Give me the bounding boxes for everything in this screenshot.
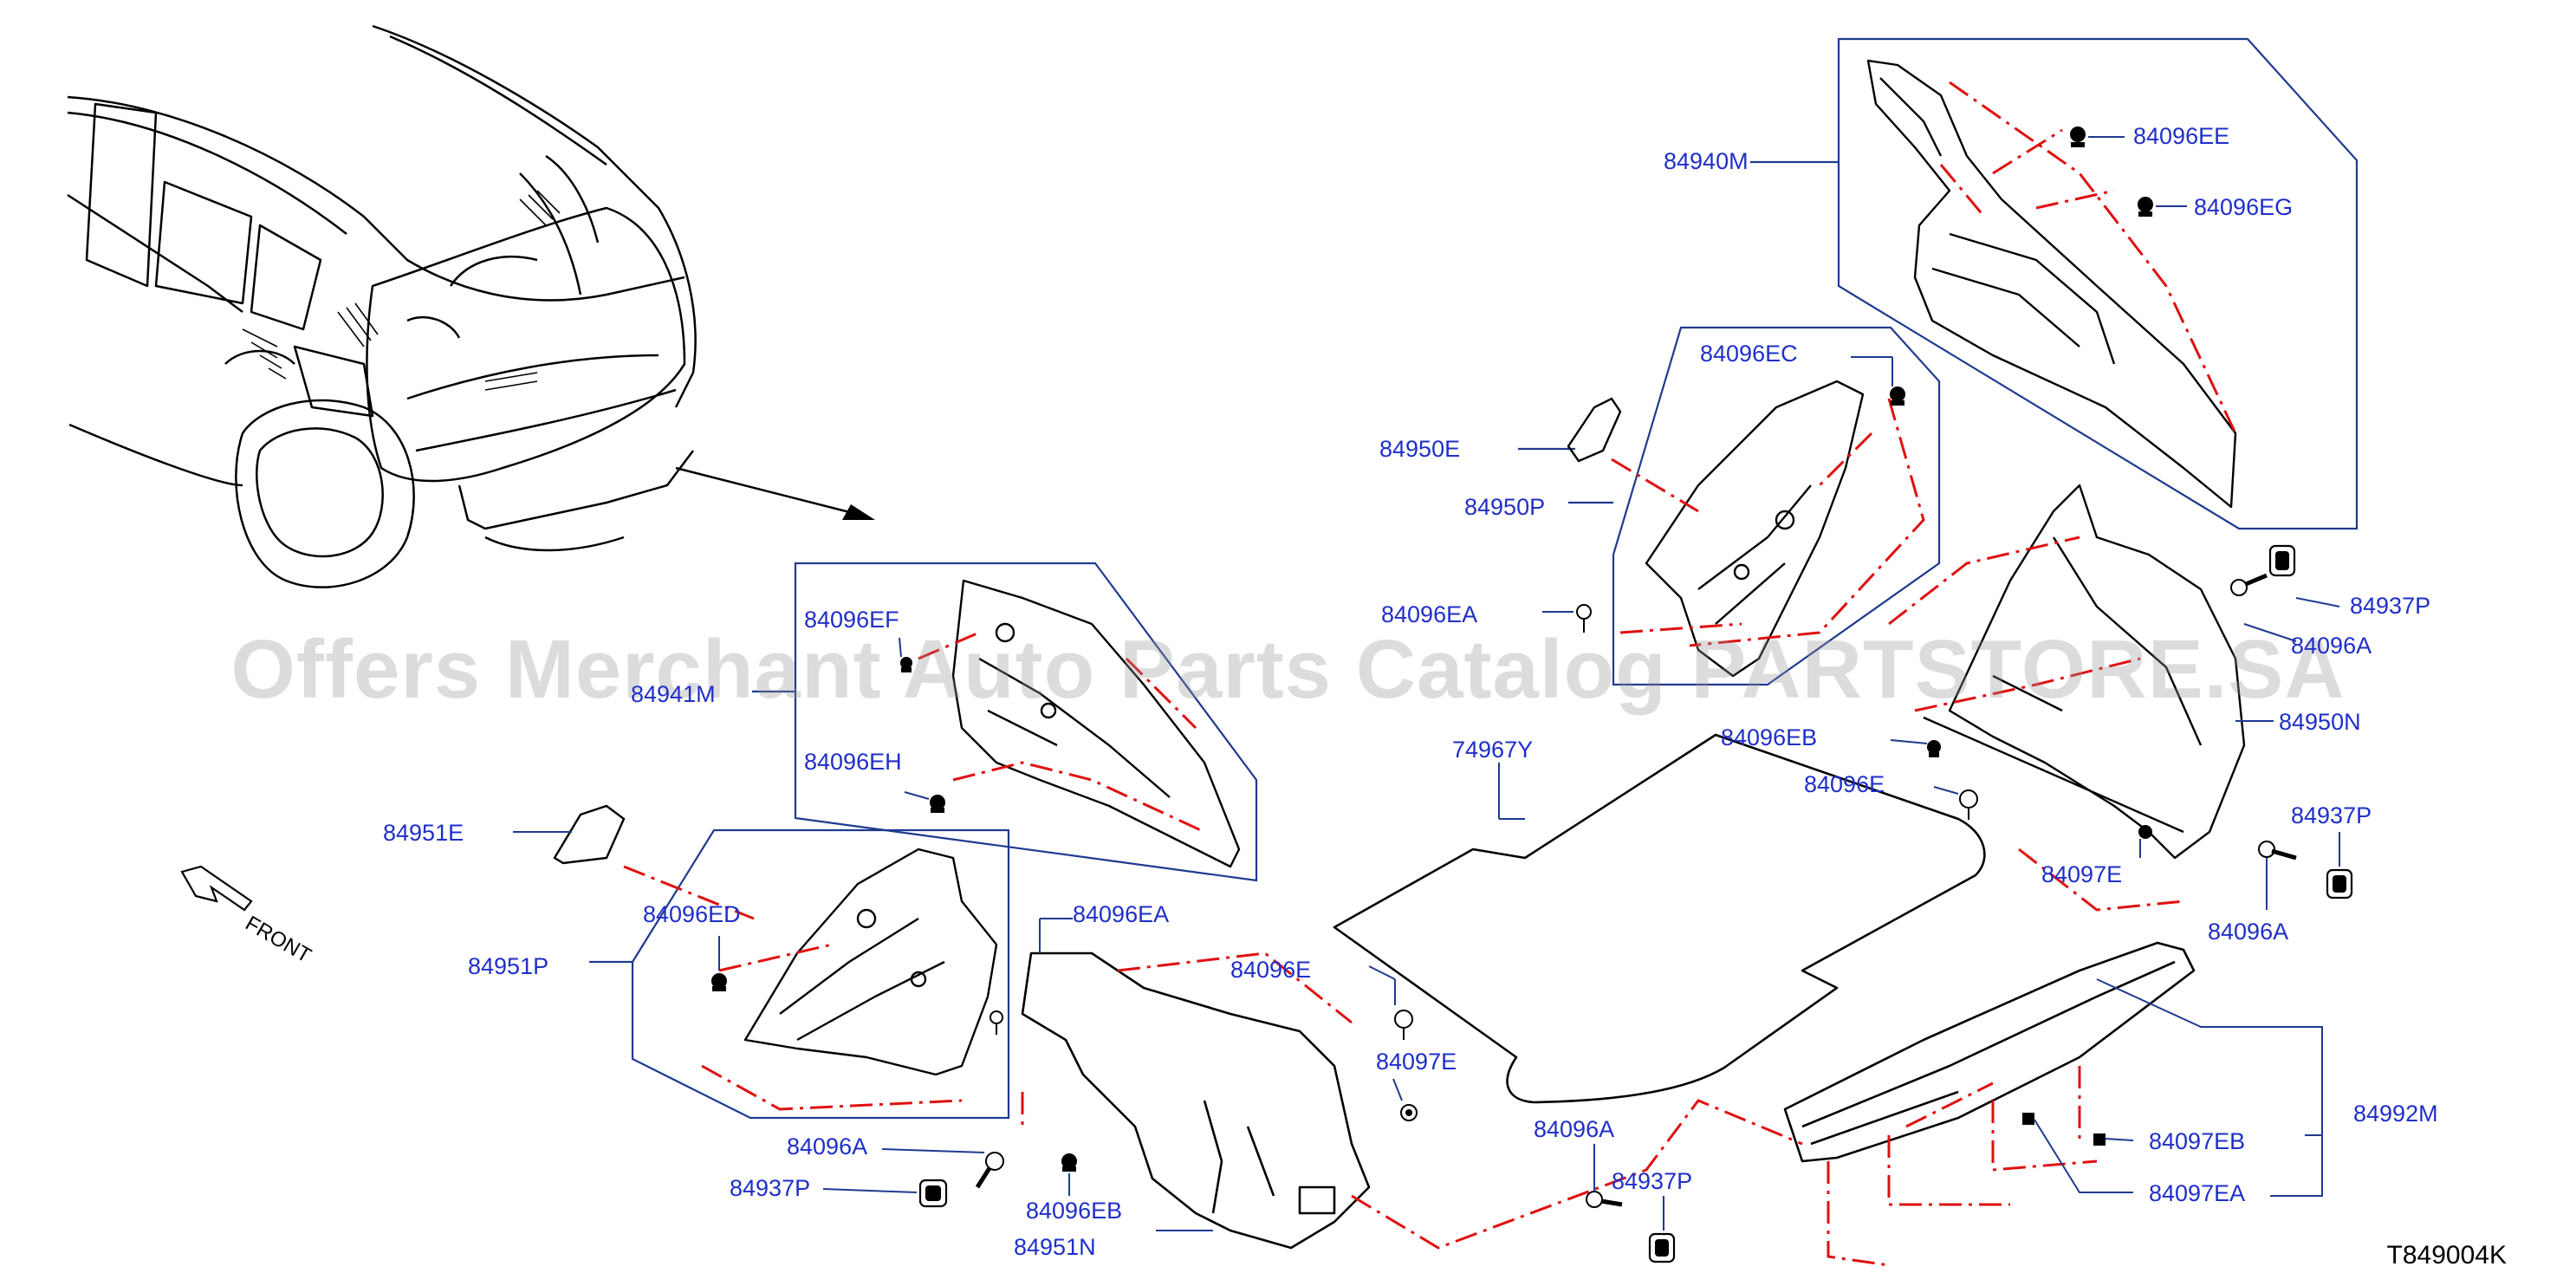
box-84951P (589, 828, 1010, 1120)
box-84950P (1518, 326, 1941, 686)
label-84096EH: 84096EH (804, 749, 902, 775)
label-84951E: 84951E (383, 820, 464, 846)
84096EA-pin-icon (1576, 604, 1592, 633)
label-84096EG: 84096EG (2194, 194, 2294, 220)
label-84097EB: 84097EB (2149, 1128, 2246, 1154)
label-84096A-upper-right: 84096A (2291, 633, 2372, 659)
84096EA-pin-left-icon (990, 1010, 1003, 1035)
84096ED-clip-icon (711, 973, 727, 991)
label-84096EA-right: 84096EA (1381, 601, 1478, 627)
84096A-screw-icon (2230, 573, 2268, 596)
part-74967Y-mat (1333, 733, 1986, 1104)
84097E-clip-right-icon (2138, 825, 2152, 839)
84951P-dash (623, 865, 963, 1111)
label-84937P-left: 84937P (730, 1175, 811, 1201)
label-84096EC: 84096EC (1700, 341, 1798, 367)
label-84950P: 84950P (1464, 494, 1546, 520)
84096A-screw-left-icon (975, 1152, 1004, 1189)
part-84950P-panel (1645, 380, 1865, 678)
diagram-code: T849004K (2386, 1241, 2507, 1270)
label-84096E-left: 84096E (1230, 957, 1312, 983)
label-84096A-center: 84096A (1534, 1116, 1615, 1142)
label-84096EE: 84096EE (2133, 123, 2230, 149)
label-84096A-left: 84096A (787, 1133, 868, 1159)
label-84096EF: 84096EF (804, 607, 899, 633)
84941M-dash (918, 631, 1205, 834)
front-arrow-icon (180, 865, 253, 912)
84951N-dash (1021, 952, 1803, 1250)
84096EE-clip-icon (2070, 127, 2086, 147)
part-84951N-panel (1021, 952, 1371, 1250)
84096EB-clip-left-icon (1061, 1153, 1077, 1172)
vehicle-illustration (67, 24, 697, 588)
84992M-dash (1827, 1066, 2098, 1267)
label-84096EB-left: 84096EB (1026, 1198, 1123, 1224)
direction-arrow (675, 466, 875, 520)
label-84097EA: 84097EA (2149, 1180, 2246, 1206)
label-84951P: 84951P (468, 953, 549, 979)
84937P-grommet-center-icon (1648, 1232, 1676, 1263)
84097EB-clip-icon (2093, 1133, 2106, 1146)
84096EC-clip-icon (1890, 386, 1905, 406)
label-84096ED: 84096ED (643, 901, 741, 927)
label-84096EB-right: 84096EB (1721, 724, 1818, 750)
84097EA-clip-icon (2022, 1113, 2034, 1125)
part-84992M-sill (1783, 941, 2196, 1163)
84096E-pin-left-icon (1394, 1010, 1413, 1040)
part-84951P-panel (743, 848, 998, 1076)
part-84940M-panel (1866, 59, 2237, 509)
84951E-part (553, 804, 626, 865)
84950N-dash (1888, 536, 2184, 912)
box-84941M (752, 562, 1258, 882)
84096EG-clip-icon (2138, 197, 2153, 217)
84937P-grommet-left-icon (918, 1179, 948, 1208)
84096EB-clip-right-icon (1927, 740, 1941, 757)
vehicle-detail-hatching (242, 190, 561, 391)
84950E-part (1567, 397, 1622, 463)
label-84992M: 84992M (2353, 1101, 2438, 1127)
label-84097E-left: 84097E (1376, 1049, 1457, 1075)
84096A-screw-center-icon (1586, 1191, 1623, 1208)
label-84951N: 84951N (1014, 1234, 1096, 1260)
label-84937P-upper-right: 84937P (2350, 593, 2431, 619)
label-84096E-right: 84096E (1804, 771, 1885, 797)
part-84950N-panel (1923, 484, 2246, 860)
label-84097E-right: 84097E (2041, 861, 2123, 887)
box-84940M (1750, 37, 2359, 530)
label-74967Y: 74967Y (1452, 737, 1534, 763)
84937P-grommet-right-icon (2326, 868, 2353, 900)
84937P-grommet-icon (2268, 544, 2296, 577)
84096EH-clip-icon (930, 795, 945, 813)
84096A-screw-right-icon (2258, 841, 2297, 861)
label-84096EA-left: 84096EA (1073, 901, 1170, 927)
label-84937P-lower-right: 84937P (2291, 802, 2372, 828)
label-84941M: 84941M (631, 681, 716, 707)
label-84950E: 84950E (1379, 436, 1461, 462)
84097E-clip-left-icon (1400, 1104, 1418, 1121)
84096EF-clip-icon (900, 657, 912, 672)
84950P-dash (1611, 398, 1925, 647)
label-84940M: 84940M (1664, 148, 1749, 174)
label-84950N: 84950N (2279, 709, 2361, 735)
label-84937P-center: 84937P (1612, 1168, 1693, 1194)
84940M-dash (1939, 81, 2237, 434)
part-84941M-panel (951, 579, 1241, 868)
84096E-pin-right-icon (1959, 789, 1978, 820)
label-84096A-lower-right: 84096A (2208, 919, 2289, 945)
